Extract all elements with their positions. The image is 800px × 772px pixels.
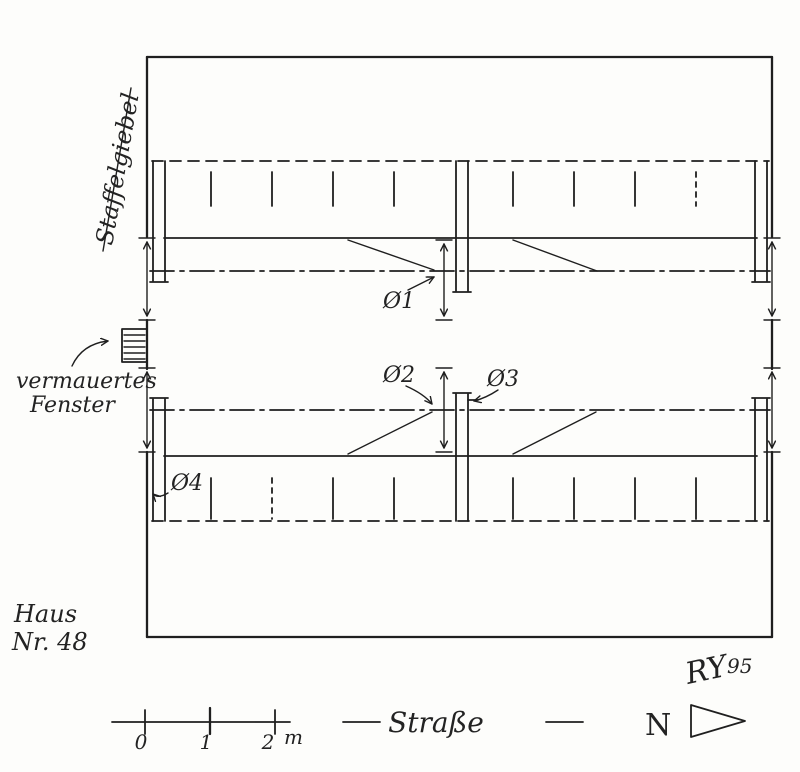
opening-2-label: Ø2 [382, 363, 415, 388]
scale-tick-label-1: 1 [200, 730, 213, 754]
pointer-opening-3 [473, 389, 499, 401]
house-title-line2: Nr. 48 [11, 628, 88, 656]
pointer-opening-2 [405, 385, 433, 405]
gable-label: Staffelgiebel [90, 91, 144, 247]
pointer-opening-4 [152, 492, 169, 496]
bricked-window-label-line2: Fenster [29, 393, 116, 418]
opening-1-label: Ø1 [382, 289, 415, 314]
pointer-to-bricked-window [71, 341, 109, 367]
pointer-opening-1 [407, 277, 435, 291]
opening-3-label: Ø3 [486, 367, 519, 392]
scale-bar [111, 706, 291, 736]
upper-diagonal-strut [347, 239, 435, 271]
lower-diagonal-strut [512, 411, 597, 455]
scale-tick-label-2: 2 [261, 730, 275, 754]
street-label: Straße [388, 706, 484, 739]
lower-roof-band [149, 392, 771, 522]
north-arrow-icon [690, 704, 746, 738]
survey-year: 95 [727, 654, 752, 678]
building-outline [145, 55, 774, 639]
gable-label-underline [102, 87, 132, 252]
north-label: N [645, 708, 671, 743]
house-title-line1: Haus [13, 600, 77, 628]
label-pointer-arrows [71, 277, 499, 496]
scale-unit-label: m [284, 725, 303, 749]
opening-dimension-arrows [138, 237, 781, 453]
surveyor-initials: RY [681, 648, 733, 692]
bricked-window-label-line1: vermauertes [16, 369, 157, 394]
scale-tick-label-0: 0 [135, 730, 148, 754]
lower-diagonal-strut [347, 411, 433, 455]
upper-roof-band [149, 160, 771, 293]
upper-diagonal-strut [512, 239, 598, 272]
bricked-window-symbol [121, 328, 148, 363]
opening-4-label: Ø4 [170, 471, 203, 496]
